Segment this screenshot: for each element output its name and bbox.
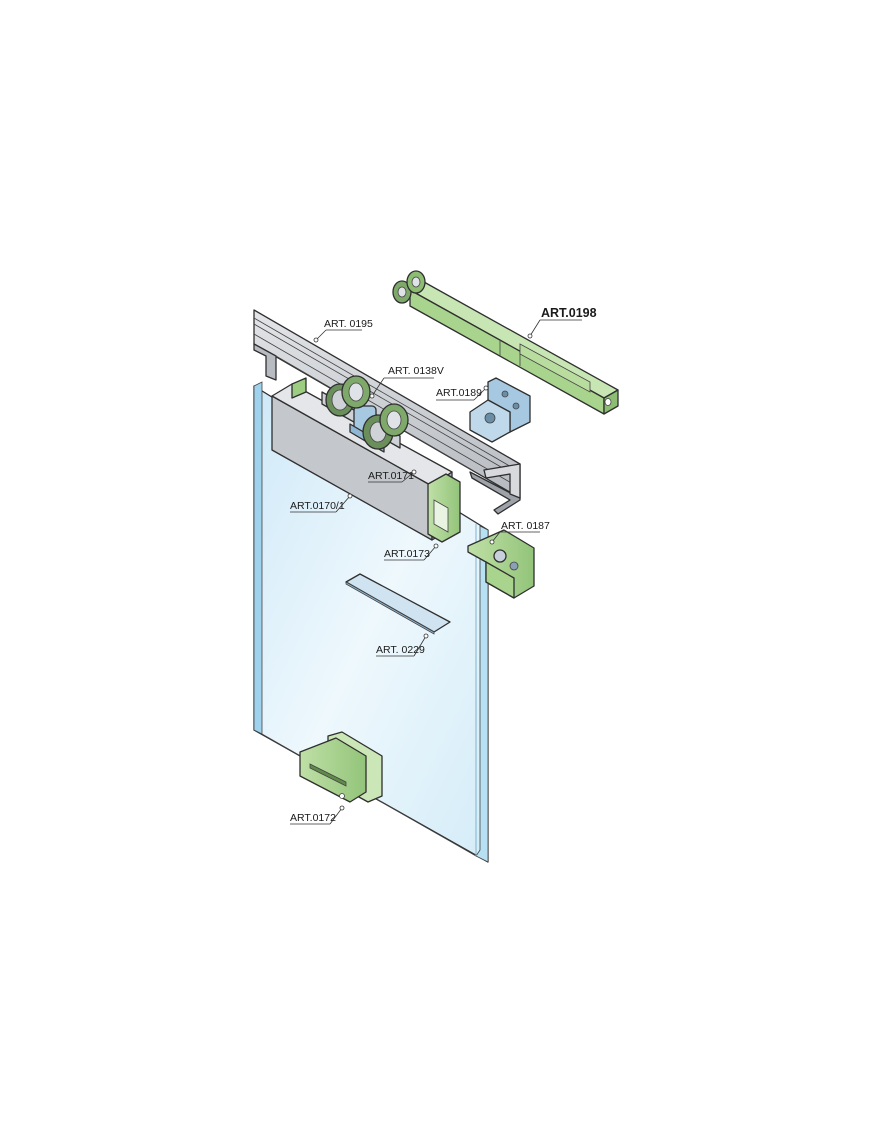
label-art-0198: ART.0198 xyxy=(527,306,597,339)
angle-bracket xyxy=(469,377,531,443)
svg-text:ART.0198: ART.0198 xyxy=(541,306,597,320)
svg-text:ART. 0187: ART. 0187 xyxy=(501,520,550,532)
label-art-0172: ART.0172 xyxy=(290,805,345,825)
label-art-0189: ART.0189 xyxy=(436,385,489,401)
svg-text:ART.0172: ART.0172 xyxy=(290,812,336,824)
label-art-0229: ART. 0229 xyxy=(376,633,429,657)
label-art-0138v: ART. 0138V xyxy=(369,365,444,399)
door-stopper xyxy=(467,529,535,599)
label-art-0173: ART.0173 xyxy=(384,543,439,561)
label-art-0171: ART.0171 xyxy=(368,469,417,483)
soft-close-damper xyxy=(392,270,619,415)
svg-text:ART.0170/1: ART.0170/1 xyxy=(290,500,345,512)
svg-text:ART.0171: ART.0171 xyxy=(368,470,414,482)
roller-carriage xyxy=(321,375,409,453)
svg-text:ART.0189: ART.0189 xyxy=(436,387,482,399)
label-art-0195: ART. 0195 xyxy=(313,318,373,343)
floor-guide xyxy=(299,731,383,803)
svg-text:ART. 0229: ART. 0229 xyxy=(376,644,425,656)
svg-text:ART. 0138V: ART. 0138V xyxy=(388,365,444,377)
spacer-plate xyxy=(345,573,451,635)
svg-text:ART. 0195: ART. 0195 xyxy=(324,318,373,330)
label-art-0170-1: ART.0170/1 xyxy=(290,493,353,513)
end-cap xyxy=(427,473,461,543)
label-art-0187: ART. 0187 xyxy=(489,520,550,545)
svg-text:ART.0173: ART.0173 xyxy=(384,548,430,560)
